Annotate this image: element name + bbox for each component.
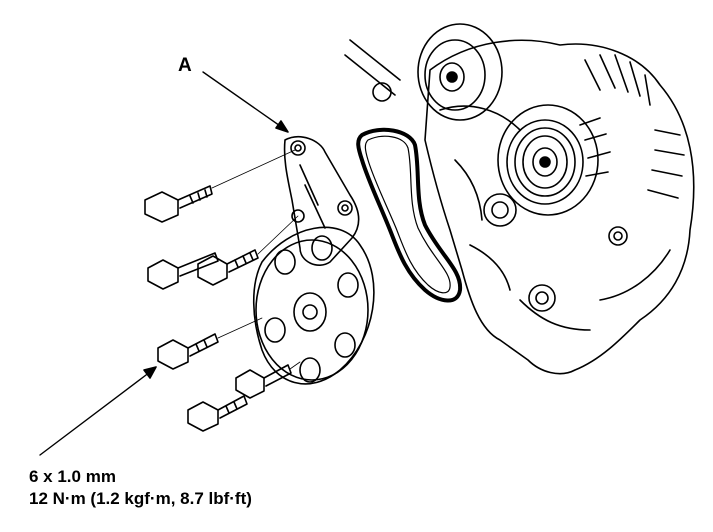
gasket [356,127,463,303]
engine-block [424,39,695,375]
callout-arrow-spec [39,366,157,456]
water-pump-pulley [252,226,375,385]
alternator-pulley [497,104,611,216]
idler-pulley [344,23,503,121]
bolts [144,185,292,432]
leader-lines [211,149,301,370]
callout-arrow-a [202,71,289,133]
torque-spec: 6 x 1.0 mm 12 N·m (1.2 kgf·m, 8.7 lbf·ft… [29,466,252,510]
callout-label-a: A [178,55,192,76]
bolt-size-text: 6 x 1.0 mm [29,467,116,486]
torque-value-text: 12 N·m (1.2 kgf·m, 8.7 lbf·ft) [29,489,252,508]
bracket-a [283,136,360,266]
